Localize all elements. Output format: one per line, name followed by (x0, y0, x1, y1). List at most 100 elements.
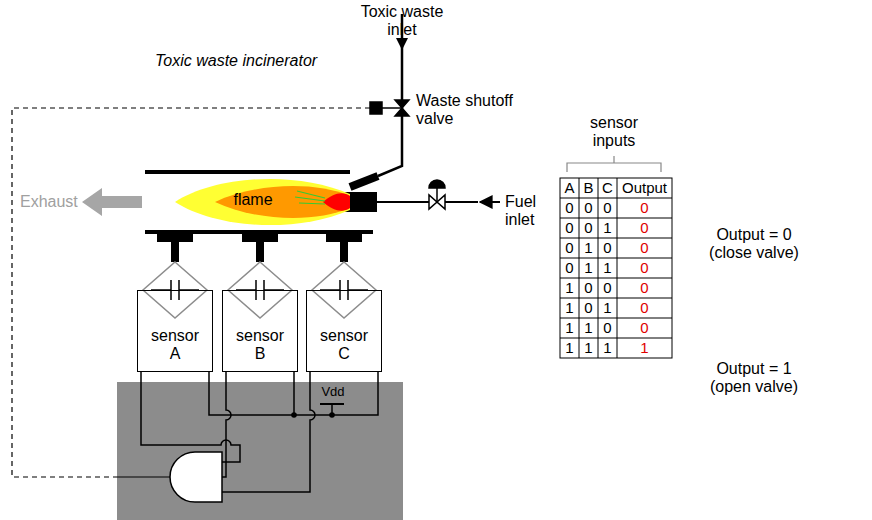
and-gate (170, 452, 222, 502)
junction-dot (329, 412, 335, 418)
table-cell: Output (617, 179, 672, 197)
sensor-box: sensor C (306, 290, 382, 372)
annotation-label: Output = 0 (close valve) (694, 226, 814, 263)
table-cell: C (598, 179, 617, 197)
sensor-box: sensor B (222, 290, 298, 372)
diagram-title: Toxic waste incinerator (155, 52, 317, 70)
sensor-label: sensor C (317, 327, 371, 364)
fuel-valve (436, 188, 438, 202)
incinerator-walls (145, 170, 350, 174)
logic-panel (117, 382, 403, 520)
table-cell: 0 (560, 219, 579, 237)
table-cell: 1 (560, 279, 579, 297)
table-cell: 0 (617, 299, 672, 317)
flame-shape: flame (175, 172, 350, 232)
table-cell: 1 (617, 339, 672, 357)
table-cell: 0 (617, 219, 672, 237)
and-gate (170, 452, 222, 502)
truth-table-grid (560, 198, 672, 338)
table-cell: 0 (617, 279, 672, 297)
annotation-label: Exhaust (20, 193, 82, 211)
sensor-label: sensor A (148, 327, 202, 364)
table-cell: 1 (579, 239, 598, 257)
logic-wiring (293, 372, 295, 415)
table-cell: 0 (560, 199, 579, 217)
junction-dot (291, 412, 297, 418)
flame-shape (175, 179, 350, 225)
sensor-label: sensor B (233, 327, 287, 364)
sensor-mounts (340, 242, 348, 262)
incinerator-walls (145, 230, 373, 234)
fuel-valve (429, 180, 445, 209)
logic-wiring (222, 372, 231, 477)
sensor-mounts (242, 234, 278, 242)
truth-table-grid (579, 178, 617, 358)
table-cell: 0 (617, 259, 672, 277)
fuel-valve (429, 180, 445, 188)
truth-table-grid (560, 178, 672, 358)
table-cell: 1 (560, 339, 579, 357)
waste-spray (297, 191, 325, 198)
inlet-arrow (396, 38, 408, 50)
annotation-label: Waste shutoff valve (416, 92, 531, 129)
table-cell: 1 (598, 259, 617, 277)
table-cell: 1 (579, 259, 598, 277)
flame-shape (215, 186, 350, 218)
control-signal-line (117, 476, 170, 477)
sensor-mounts (157, 234, 193, 242)
table-cell: 1 (598, 339, 617, 357)
table-cell: 0 (617, 319, 672, 337)
exhaust-arrow (82, 188, 142, 216)
table-cell: A (560, 179, 579, 197)
table-cell: 0 (579, 219, 598, 237)
logic-panel (117, 382, 403, 520)
truth-table-grid (560, 178, 672, 358)
table-cell: 0 (617, 239, 672, 257)
logic-wiring (320, 403, 344, 405)
sensor-mounts (256, 242, 264, 262)
logic-wiring (222, 372, 315, 492)
waste-shutoff-valve (370, 100, 409, 116)
logic-wiring (209, 372, 378, 415)
table-cell: 1 (598, 219, 617, 237)
table-cell: 0 (579, 279, 598, 297)
table-cell: 0 (579, 199, 598, 217)
table-cell: 1 (579, 319, 598, 337)
fuel-pipe (377, 201, 478, 203)
junction-dot (291, 412, 335, 418)
exhaust-arrow (82, 188, 142, 216)
inlet-arrow (396, 38, 408, 50)
table-cell: 0 (560, 239, 579, 257)
waste-shutoff-valve (370, 102, 382, 114)
table-cell: 0 (617, 199, 672, 217)
logic-wiring (141, 372, 240, 462)
annotation-label: Toxic waste inlet (352, 3, 452, 40)
waste-shutoff-valve (382, 107, 402, 109)
table-cell: 0 (598, 279, 617, 297)
input-bracket (567, 156, 661, 172)
sensor-box: sensor A (137, 290, 213, 372)
table-cell: 1 (579, 339, 598, 357)
sensor-mounts (157, 234, 362, 262)
annotation-label: Fuel inlet (505, 193, 555, 230)
flame-shape (323, 193, 350, 210)
incinerator-walls (145, 170, 373, 234)
waste-spray (295, 197, 325, 201)
table-cell: 1 (560, 299, 579, 317)
sensor-mounts (326, 234, 362, 242)
table-cell: 0 (560, 259, 579, 277)
table-cell: 0 (579, 299, 598, 317)
annotation-label: sensor inputs (577, 114, 651, 151)
table-cell: 1 (560, 319, 579, 337)
table-cell: B (579, 179, 598, 197)
table-cell: 1 (598, 299, 617, 317)
input-bracket (567, 156, 661, 172)
flame-label: flame (223, 191, 283, 209)
fuel-pipe (480, 201, 500, 203)
annotation-label: Output = 1 (open valve) (694, 360, 814, 397)
waste-nozzle (350, 176, 378, 187)
table-cell: 0 (598, 239, 617, 257)
table-cell: 0 (598, 319, 617, 337)
sensor-mounts (171, 242, 179, 262)
waste-spray (299, 203, 325, 204)
